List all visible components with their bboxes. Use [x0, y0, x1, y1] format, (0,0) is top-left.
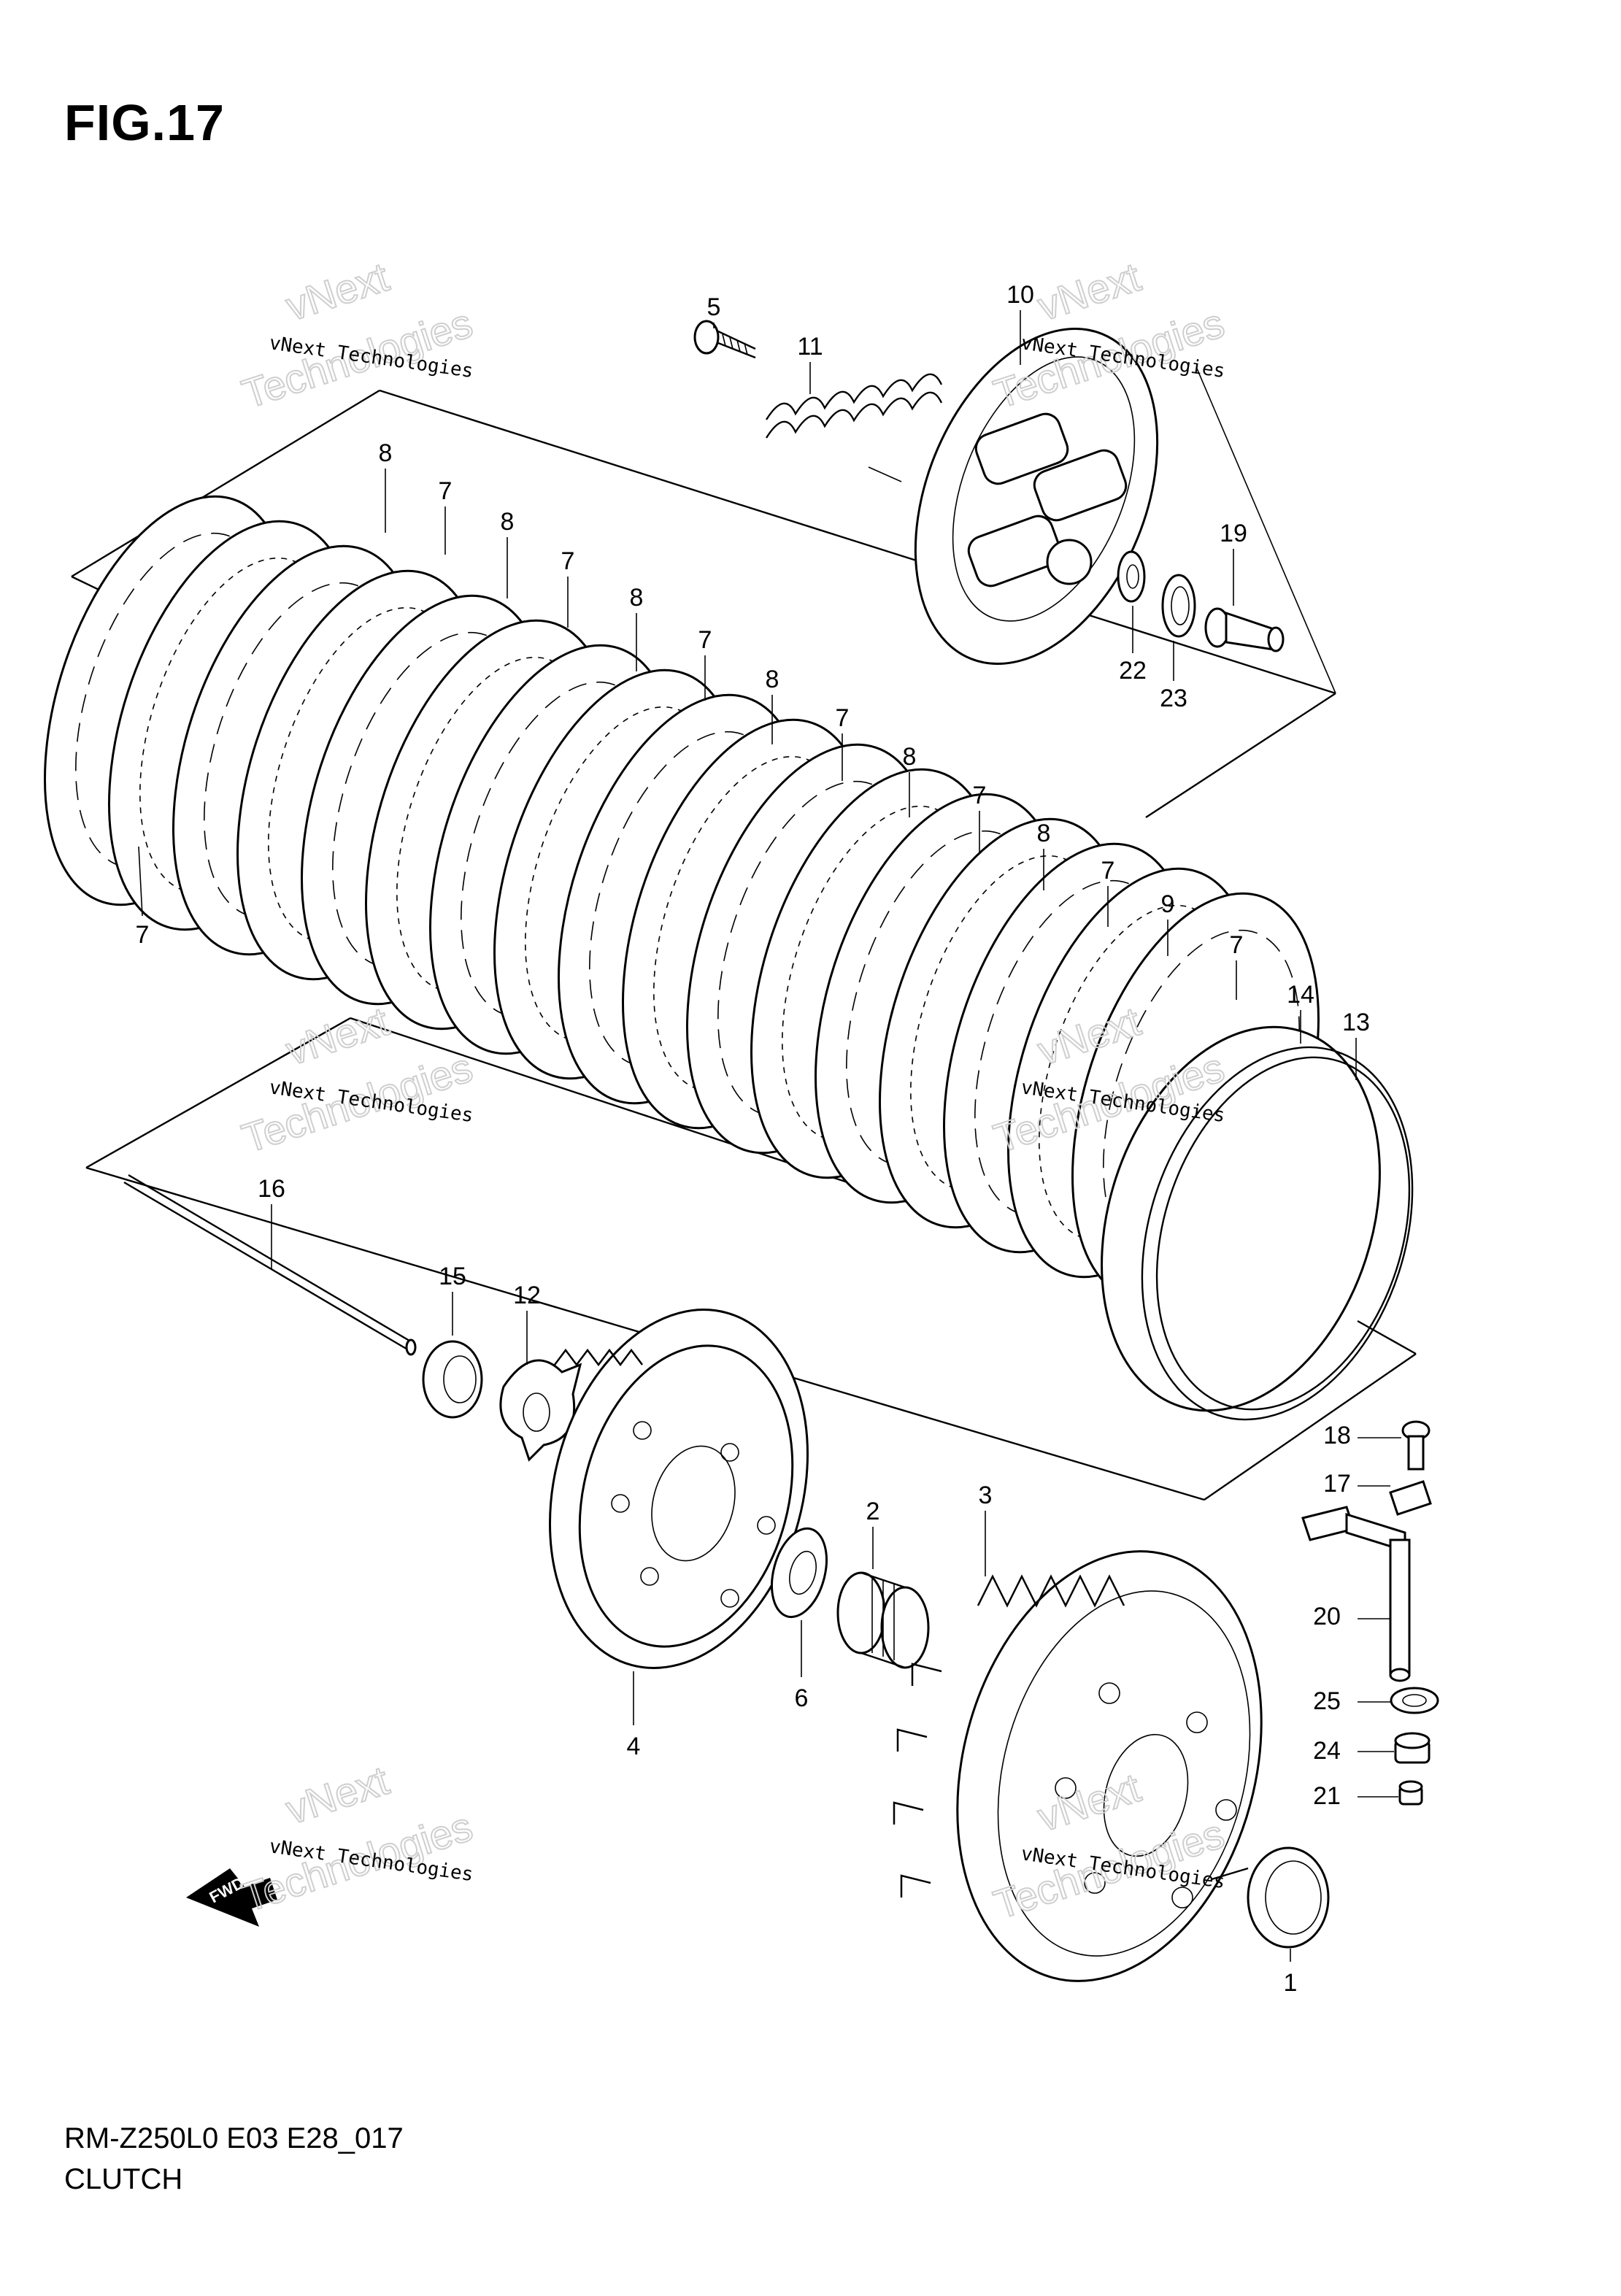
release-shaft-part-20[interactable]	[1301, 1506, 1411, 1682]
svg-text:vNext: vNext	[280, 253, 394, 329]
callout-8: 8	[501, 508, 515, 536]
svg-text:vNext: vNext	[1032, 253, 1146, 329]
callout-21: 21	[1313, 1782, 1341, 1810]
model-code: RM-Z250L0 E03 E28_017	[64, 2122, 404, 2154]
bearing-part-21[interactable]	[1398, 1780, 1423, 1806]
callout-8: 8	[379, 439, 393, 467]
callout-8: 8	[630, 584, 644, 612]
callout-7: 7	[136, 921, 150, 949]
callout-19: 19	[1220, 520, 1247, 547]
bolt-part-5[interactable]	[693, 320, 756, 359]
bearing-part-15[interactable]	[422, 1340, 483, 1419]
bearing-part-24[interactable]	[1394, 1732, 1431, 1764]
svg-text:vNext: vNext	[280, 1757, 394, 1833]
washer-part-6[interactable]	[763, 1522, 836, 1623]
callout-12: 12	[513, 1282, 541, 1309]
callout-6: 6	[795, 1684, 809, 1712]
washer-part-22[interactable]	[1117, 550, 1146, 603]
callout-4: 4	[627, 1733, 641, 1760]
callout-3: 3	[979, 1482, 993, 1509]
callout-8: 8	[766, 666, 779, 693]
bearing-part-23[interactable]	[1161, 574, 1196, 638]
callout-7: 7	[836, 704, 850, 732]
callout-17: 17	[1323, 1470, 1351, 1498]
pushrod-part-19[interactable]	[1204, 607, 1285, 652]
callout-8: 8	[903, 743, 917, 771]
callout-9: 9	[1161, 890, 1175, 918]
callout-14: 14	[1287, 981, 1314, 1009]
callout-7: 7	[1101, 857, 1115, 885]
callout-24: 24	[1313, 1737, 1341, 1765]
callout-11: 11	[797, 333, 823, 361]
seal-part-25[interactable]	[1390, 1687, 1439, 1714]
callout-25: 25	[1313, 1687, 1341, 1715]
callout-23: 23	[1160, 685, 1187, 712]
watermark-1: vNext Technologies vNext Technologies	[236, 253, 478, 417]
callout-7: 7	[973, 782, 987, 809]
bracket-part-17[interactable]	[1389, 1480, 1432, 1516]
callout-2: 2	[866, 1498, 880, 1525]
callout-20: 20	[1313, 1603, 1341, 1630]
watermark-5: vNext Technologies vNext Technologies	[236, 1756, 478, 1921]
callout-10: 10	[1006, 281, 1034, 309]
callout-16: 16	[258, 1175, 285, 1203]
plate-stack	[44, 495, 1320, 1303]
section-name: CLUTCH	[64, 2163, 183, 2195]
callout-13: 13	[1342, 1009, 1370, 1036]
ring-part-13[interactable]	[1097, 1012, 1458, 1455]
callout-1: 1	[1284, 1969, 1298, 1997]
callout-7: 7	[561, 547, 575, 575]
pressure-plate-frame	[1196, 368, 1336, 694]
clutch-housing-part-3[interactable]	[893, 1517, 1307, 2015]
bolt-part-18[interactable]	[1401, 1420, 1431, 1471]
callout-7: 7	[698, 626, 712, 654]
figure-title: FIG.17	[64, 94, 225, 151]
callout-22: 22	[1119, 657, 1147, 685]
ring-part-14[interactable]	[1055, 991, 1426, 1447]
callout-leader-7	[138, 846, 143, 917]
callout-7: 7	[1230, 931, 1244, 959]
callouts: 5111019222387878787878797141371615122364…	[136, 281, 1401, 1997]
svg-text:vNext: vNext	[280, 998, 394, 1074]
callout-18: 18	[1323, 1422, 1351, 1449]
spring-part-11[interactable]	[765, 373, 943, 482]
pressure-plate-part-10[interactable]	[869, 293, 1204, 699]
spacer-part-1[interactable]	[1211, 1846, 1330, 1949]
pushrod-part-16[interactable]	[123, 1174, 417, 1356]
needle-bearing-part-2[interactable]	[836, 1571, 930, 1669]
plate-stack-frame	[71, 389, 1336, 819]
callout-8: 8	[1037, 820, 1051, 847]
callout-15: 15	[439, 1263, 466, 1290]
callout-7: 7	[439, 477, 453, 505]
callout-5: 5	[707, 293, 721, 321]
clutch-hub-part-4[interactable]	[512, 1281, 846, 1698]
